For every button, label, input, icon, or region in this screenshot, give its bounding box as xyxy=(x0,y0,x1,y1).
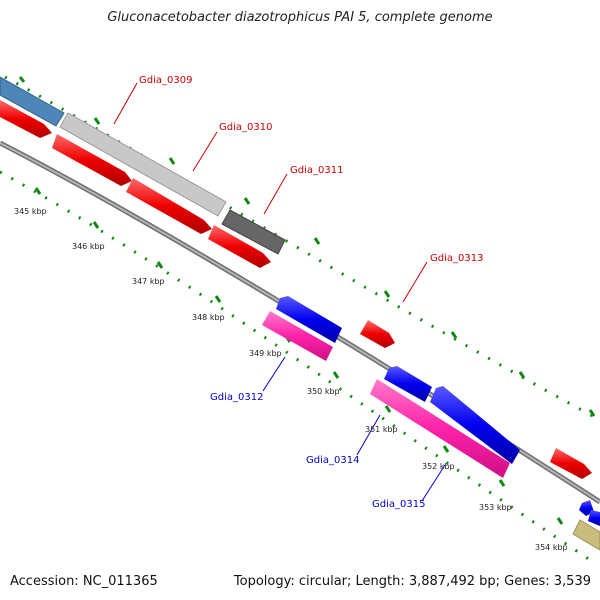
kbp-label: 348 kbp xyxy=(192,313,225,322)
segment-darkgray xyxy=(221,209,286,255)
major-tick xyxy=(34,187,42,195)
gene-arrow-forward xyxy=(384,366,432,402)
gene-label-gdia-0312[interactable]: Gdia_0312 xyxy=(210,392,263,403)
major-tick xyxy=(518,371,526,379)
gene-arrow-reverse xyxy=(208,225,271,268)
kbp-label: 347 kbp xyxy=(132,277,165,286)
segment-blue xyxy=(0,76,65,127)
kbp-label: 354 kbp xyxy=(535,543,568,552)
connector-gdia-0313 xyxy=(402,261,428,303)
major-tick xyxy=(243,197,251,205)
topology-text: Topology: circular; Length: 3,887,492 bp… xyxy=(233,574,591,589)
major-tick xyxy=(384,405,392,413)
major-tick xyxy=(156,261,164,269)
kbp-labels: 345 kbp 346 kbp 347 kbp 348 kbp 349 kbp … xyxy=(14,207,568,552)
kbp-label: 345 kbp xyxy=(14,207,47,216)
kbp-label: 352 kbp xyxy=(422,462,455,471)
gene-label-gdia-0313[interactable]: Gdia_0313 xyxy=(430,253,483,264)
gene-arrow-other xyxy=(572,519,600,551)
gene-arrow-reverse xyxy=(126,178,212,234)
major-tick xyxy=(168,157,176,165)
accession-text: Accession: NC_011365 xyxy=(10,574,158,589)
gene-arrow-other xyxy=(370,379,510,478)
kbp-label: 350 kbp xyxy=(307,387,340,396)
label-connectors xyxy=(113,82,446,502)
major-tick xyxy=(313,237,321,245)
connector-gdia-0312 xyxy=(262,356,286,392)
forward-genes xyxy=(276,296,600,526)
connector-gdia-0310 xyxy=(192,131,218,172)
gene-label-gdia-0309[interactable]: Gdia_0309 xyxy=(139,75,192,86)
gene-arrow-reverse xyxy=(550,448,592,479)
connector-gdia-0311 xyxy=(263,173,288,215)
gene-label-gdia-0310[interactable]: Gdia_0310 xyxy=(219,122,272,133)
inner-tick-track xyxy=(0,170,591,562)
major-tick xyxy=(498,479,506,487)
gene-label-gdia-0311[interactable]: Gdia_0311 xyxy=(290,165,343,176)
gene-arrow-reverse xyxy=(0,100,52,138)
major-tick xyxy=(588,409,596,417)
major-ticks xyxy=(18,76,596,525)
major-tick xyxy=(214,295,222,303)
gene-arrow-other xyxy=(262,311,333,361)
gene-arrow-forward xyxy=(588,510,600,526)
gene-arrow-forward xyxy=(430,386,520,464)
gene-arrow-forward xyxy=(276,296,342,343)
connector-gdia-0314 xyxy=(356,414,381,456)
major-tick xyxy=(93,117,101,125)
gene-arrow-reverse xyxy=(52,134,132,186)
gene-arrow-reverse xyxy=(360,320,395,348)
gene-label-gdia-0314[interactable]: Gdia_0314 xyxy=(306,455,359,466)
connector-gdia-0315 xyxy=(421,464,446,502)
reverse-genes xyxy=(0,100,592,479)
gene-arrow-forward xyxy=(579,500,594,516)
kbp-label: 349 kbp xyxy=(249,349,282,358)
major-tick xyxy=(92,221,100,229)
major-tick xyxy=(556,517,564,525)
kbp-label: 351 kbp xyxy=(365,425,398,434)
major-tick xyxy=(18,76,26,83)
major-tick xyxy=(442,445,450,453)
gene-label-gdia-0315[interactable]: Gdia_0315 xyxy=(372,499,425,510)
major-tick xyxy=(450,331,458,339)
major-tick xyxy=(383,290,391,298)
map-title: Gluconacetobacter diazotrophicus PAI 5, … xyxy=(107,10,493,25)
gene-labels: Gdia_0309 Gdia_0310 Gdia_0311 Gdia_0313 … xyxy=(139,75,483,510)
kbp-label: 353 kbp xyxy=(479,503,512,512)
major-tick xyxy=(332,371,340,379)
feature-segments xyxy=(0,76,286,255)
other-genes xyxy=(262,311,600,551)
kbp-label: 346 kbp xyxy=(72,242,105,251)
connector-gdia-0309 xyxy=(113,82,138,125)
segment-lightgray xyxy=(59,112,227,217)
